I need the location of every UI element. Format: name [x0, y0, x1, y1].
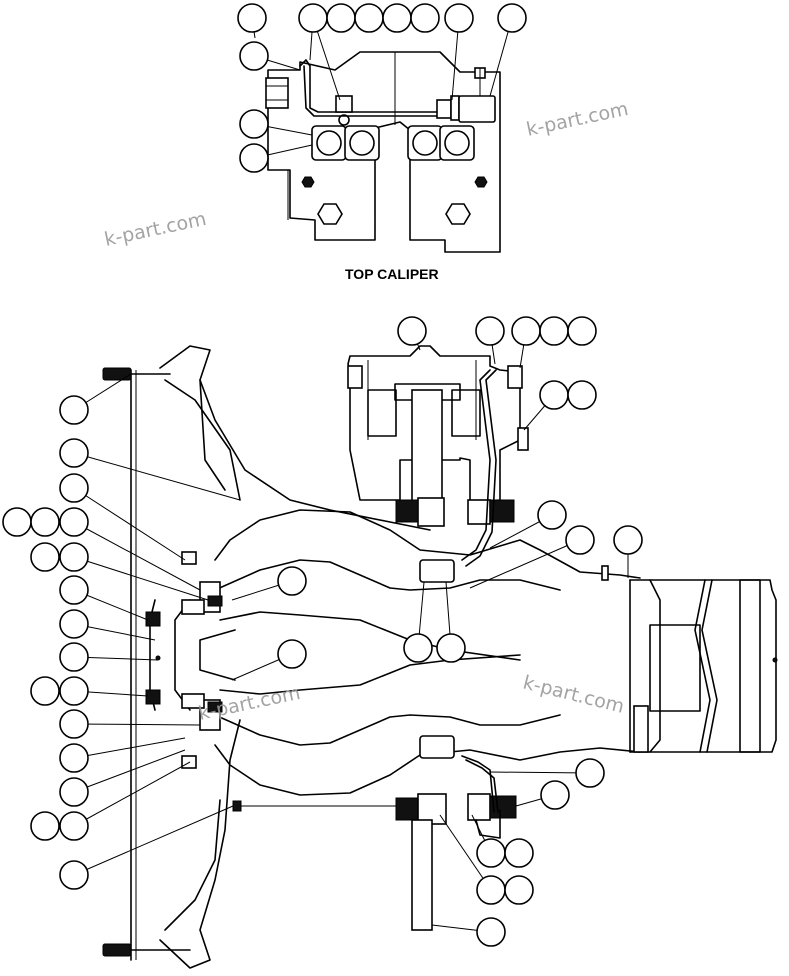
- hex-bolt: [445, 203, 471, 225]
- callout: [59, 507, 89, 537]
- callout: [537, 500, 567, 530]
- callout: [59, 438, 89, 468]
- callout: [497, 3, 527, 33]
- callout: [403, 633, 433, 663]
- callout: [237, 3, 267, 33]
- callout: [30, 542, 60, 572]
- callout: [2, 507, 32, 537]
- callout: [30, 811, 60, 841]
- callout: [444, 3, 474, 33]
- caliper-upper: [347, 345, 529, 527]
- callout: [30, 676, 60, 706]
- callout: [613, 525, 643, 555]
- callout: [476, 875, 506, 905]
- callout: [382, 3, 412, 33]
- callouts: [2, 3, 643, 947]
- callout: [539, 380, 569, 410]
- caliper-piston: [439, 125, 475, 161]
- watermark-text: k-part.com: [521, 672, 627, 718]
- caliper-piston: [344, 125, 380, 161]
- callout: [59, 676, 89, 706]
- callout: [436, 633, 466, 663]
- callout: [59, 777, 89, 807]
- callout: [59, 542, 89, 572]
- hex-bolt: [317, 203, 343, 225]
- callout: [476, 838, 506, 868]
- callout: [326, 3, 356, 33]
- callout: [59, 709, 89, 739]
- top-caliper-detail: TOP CALIPER: [265, 51, 501, 282]
- callout: [59, 473, 89, 503]
- callout: [539, 316, 569, 346]
- callout: [298, 3, 328, 33]
- callout: [277, 639, 307, 669]
- callout: [565, 525, 595, 555]
- callout: [30, 507, 60, 537]
- callout: [504, 875, 534, 905]
- caliper-lower: [395, 793, 517, 931]
- watermark-text: k-part.com: [524, 98, 630, 141]
- watermark-text: k-part.com: [196, 682, 302, 725]
- callout: [59, 743, 89, 773]
- callout: [504, 838, 534, 868]
- caliper-piston: [311, 125, 347, 161]
- callout: [540, 780, 570, 810]
- callout: [511, 316, 541, 346]
- callout: [476, 917, 506, 947]
- callout: [59, 395, 89, 425]
- callout: [59, 575, 89, 605]
- callout: [410, 3, 440, 33]
- callout: [475, 316, 505, 346]
- watermark-text: k-part.com: [102, 208, 208, 251]
- watermarks: k-part.com k-part.com k-part.com k-part.…: [102, 98, 630, 725]
- callout: [397, 316, 427, 346]
- callout: [59, 860, 89, 890]
- callout: [567, 380, 597, 410]
- callout: [239, 41, 269, 71]
- axle-assembly-section: [102, 345, 778, 969]
- callout: [59, 609, 89, 639]
- callout: [239, 143, 269, 173]
- callout: [277, 566, 307, 596]
- callout: [575, 758, 605, 788]
- callout: [59, 811, 89, 841]
- caliper-piston: [407, 125, 443, 161]
- callout: [354, 3, 384, 33]
- callout: [239, 109, 269, 139]
- caption-top-caliper: TOP CALIPER: [345, 266, 439, 282]
- callout: [59, 642, 89, 672]
- callout: [567, 316, 597, 346]
